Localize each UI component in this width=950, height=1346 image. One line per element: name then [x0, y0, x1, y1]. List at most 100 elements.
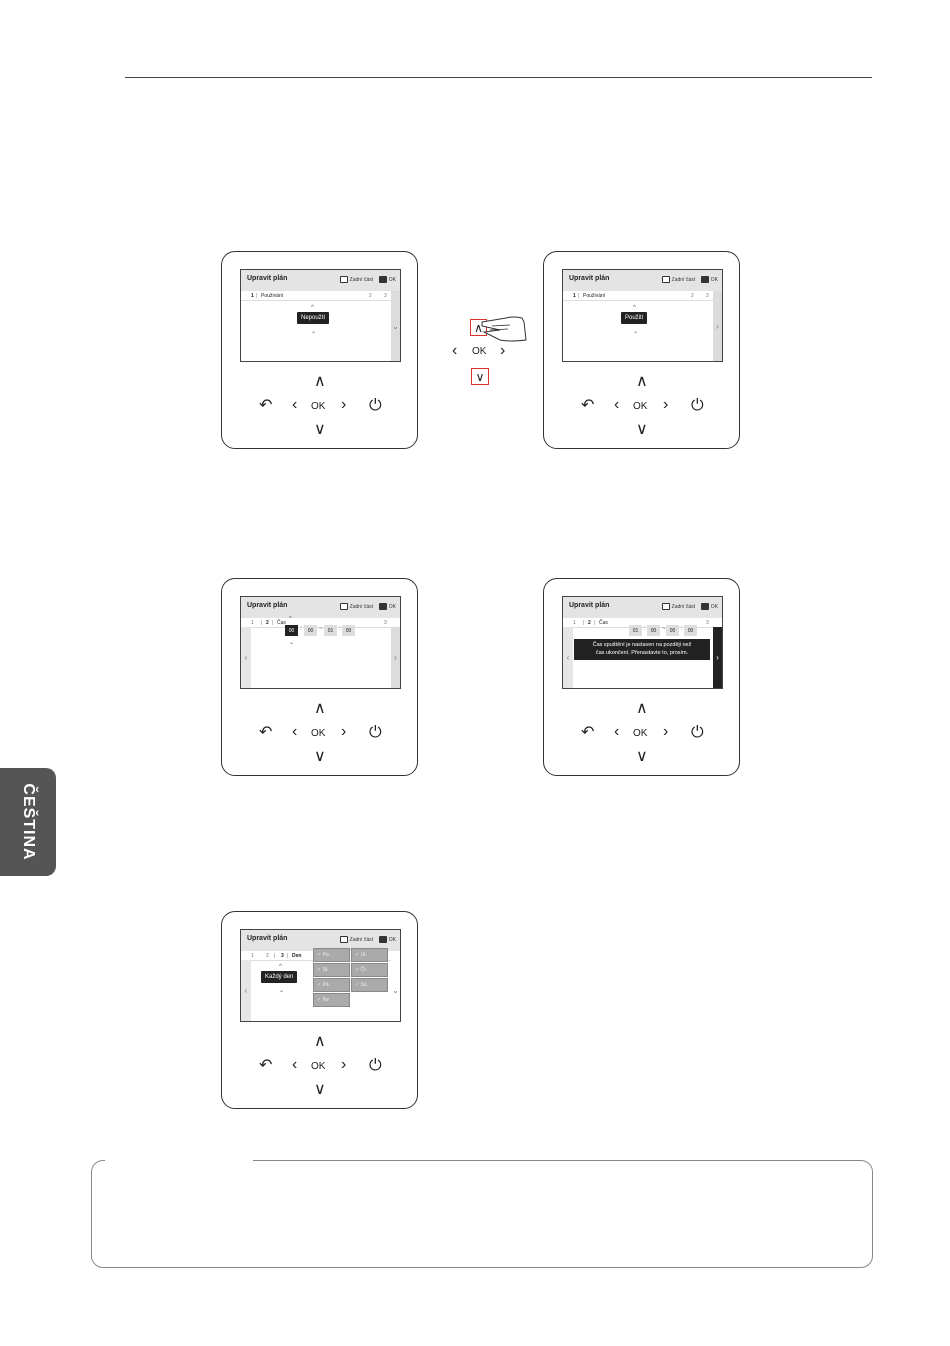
down-key-icon[interactable]: ∨ — [314, 1081, 326, 1098]
end-hour-field[interactable]: 01 — [324, 625, 337, 636]
left-scroll-bar: ‹ — [241, 960, 251, 1021]
back-key-icon[interactable]: ↶ — [581, 397, 595, 414]
right-scroll-bar: ⌄ — [391, 291, 400, 361]
ok-hint-label: OK — [388, 603, 396, 610]
down-key-highlight: ∨ — [471, 368, 489, 385]
ok-key-icon — [378, 276, 387, 283]
day-label: So. — [360, 982, 369, 988]
remote-controller-2: Upravit plán Zadní část OK 1 | Používání… — [543, 251, 740, 449]
back-hint-label: Zadní část — [349, 603, 373, 610]
back-hint: Zadní část — [661, 276, 695, 283]
up-key-icon[interactable]: ∧ — [636, 700, 648, 717]
down-key-icon[interactable]: ∨ — [636, 421, 648, 438]
language-tab: ČEŠTINA — [0, 768, 56, 876]
note-box-title-gap — [105, 1158, 253, 1162]
ok-key[interactable]: OK — [311, 401, 326, 412]
value-selector[interactable]: Použití — [621, 312, 648, 324]
start-hour-field[interactable]: 00 — [285, 625, 298, 636]
back-key-icon — [661, 603, 670, 610]
step-3: 3 — [384, 293, 387, 299]
screen-header: Upravit plán Zadní část OK — [241, 270, 400, 292]
step-3: 3 — [706, 620, 709, 626]
right-key-icon[interactable]: › — [341, 723, 347, 740]
day-label: St. — [322, 967, 329, 973]
repeat-selector[interactable]: Každý den — [261, 971, 298, 983]
day-cell-sun[interactable]: ✓ Ne — [313, 993, 350, 1007]
left-key-icon[interactable]: ‹ — [292, 1056, 298, 1073]
power-key-icon[interactable]: ⏻ — [691, 724, 704, 741]
down-key-icon[interactable]: ∨ — [314, 748, 326, 765]
day-label: Po. — [322, 952, 331, 958]
back-hint-label: Zadní část — [671, 276, 695, 283]
start-minute-field[interactable]: 00 — [647, 625, 660, 636]
day-cell-mon[interactable]: ✓ Po. — [313, 948, 350, 962]
day-cell-sat[interactable]: ✓ So. — [351, 978, 388, 992]
power-key-icon[interactable]: ⏻ — [369, 724, 382, 741]
end-hour-field[interactable]: 00 — [666, 625, 679, 636]
step-number: 1 — [251, 293, 254, 299]
screen-header: Upravit plán Zadní část OK — [563, 597, 722, 619]
up-key-icon[interactable]: ∧ — [636, 373, 648, 390]
end-minute-field[interactable]: 00 — [684, 625, 697, 636]
start-minute-field[interactable]: 00 — [304, 625, 317, 636]
step-3: 3 — [384, 620, 387, 626]
back-key-icon[interactable]: ↶ — [259, 397, 273, 414]
warning-line-1: Čas spuštění je nastaven na později než — [592, 642, 692, 648]
step-1: 1 — [251, 620, 254, 626]
back-key-icon[interactable]: ↶ — [259, 724, 273, 741]
ok-hint-label: OK — [710, 276, 718, 283]
step-label: Používání — [583, 293, 606, 299]
ok-key[interactable]: OK — [311, 728, 326, 739]
step-label: Čas — [599, 620, 608, 626]
remote-controller-4: Upravit plán Zadní část OK 1 | 2 | Čas 3… — [543, 578, 740, 776]
day-cell-fri[interactable]: ✓ Pá. — [313, 978, 350, 992]
middle-left-key-icon: ‹ — [452, 342, 458, 359]
left-key-icon[interactable]: ‹ — [614, 723, 620, 740]
up-key-icon[interactable]: ∧ — [314, 1033, 326, 1050]
middle-right-key-icon: › — [500, 342, 506, 359]
remote-controller-1: Upravit plán Zadní část OK 1 | Používání… — [221, 251, 418, 449]
back-key-icon[interactable]: ↶ — [581, 724, 595, 741]
left-key-icon[interactable]: ‹ — [292, 396, 298, 413]
up-key-icon[interactable]: ∧ — [314, 700, 326, 717]
ok-key[interactable]: OK — [633, 401, 648, 412]
back-key-icon — [339, 603, 348, 610]
up-key-icon: ∧ — [474, 320, 483, 335]
down-key-icon[interactable]: ∨ — [314, 421, 326, 438]
ok-key[interactable]: OK — [633, 728, 648, 739]
down-key-icon[interactable]: ∨ — [636, 748, 648, 765]
right-key-icon[interactable]: › — [663, 396, 669, 413]
day-cell-tue[interactable]: ✓ Út. — [351, 948, 388, 962]
value-selector[interactable]: Nepoužít — [297, 312, 330, 324]
start-hour-field[interactable]: 01 — [629, 625, 642, 636]
up-key-icon[interactable]: ∧ — [314, 373, 326, 390]
ok-key-icon — [700, 276, 709, 283]
up-caret-icon: ^ — [633, 305, 636, 311]
ok-hint: OK — [378, 603, 396, 610]
day-label: Út. — [360, 952, 367, 958]
step-2: 2 — [691, 293, 694, 299]
ok-hint: OK — [378, 276, 396, 283]
day-cell-wed[interactable]: ✓ St. — [313, 963, 350, 977]
power-key-icon[interactable]: ⏻ — [369, 1057, 382, 1074]
back-key-icon[interactable]: ↶ — [259, 1057, 273, 1074]
step-2: 2 — [369, 293, 372, 299]
step-label: Používání — [261, 293, 284, 299]
right-key-icon[interactable]: › — [341, 396, 347, 413]
screen-title: Upravit plán — [569, 602, 610, 609]
day-cell-thu[interactable]: ✓ Čt. — [351, 963, 388, 977]
ok-key[interactable]: OK — [311, 1061, 326, 1072]
left-key-icon[interactable]: ‹ — [292, 723, 298, 740]
right-key-icon[interactable]: › — [341, 1056, 347, 1073]
left-key-icon[interactable]: ‹ — [614, 396, 620, 413]
up-caret-icon: ^ — [279, 964, 282, 970]
end-minute-field[interactable]: 00 — [342, 625, 355, 636]
step-bar: 1 | Používání 2 3 — [241, 291, 400, 301]
step-number: 1 — [573, 293, 576, 299]
power-key-icon[interactable]: ⏻ — [691, 397, 704, 414]
power-key-icon[interactable]: ⏻ — [369, 397, 382, 414]
step-bar: 1 | Používání 2 3 — [563, 291, 722, 301]
lcd-screen: Upravit plán Zadní část OK 1 | 2 | Čas 3… — [240, 596, 401, 689]
back-hint-label: Zadní část — [349, 276, 373, 283]
right-key-icon[interactable]: › — [663, 723, 669, 740]
